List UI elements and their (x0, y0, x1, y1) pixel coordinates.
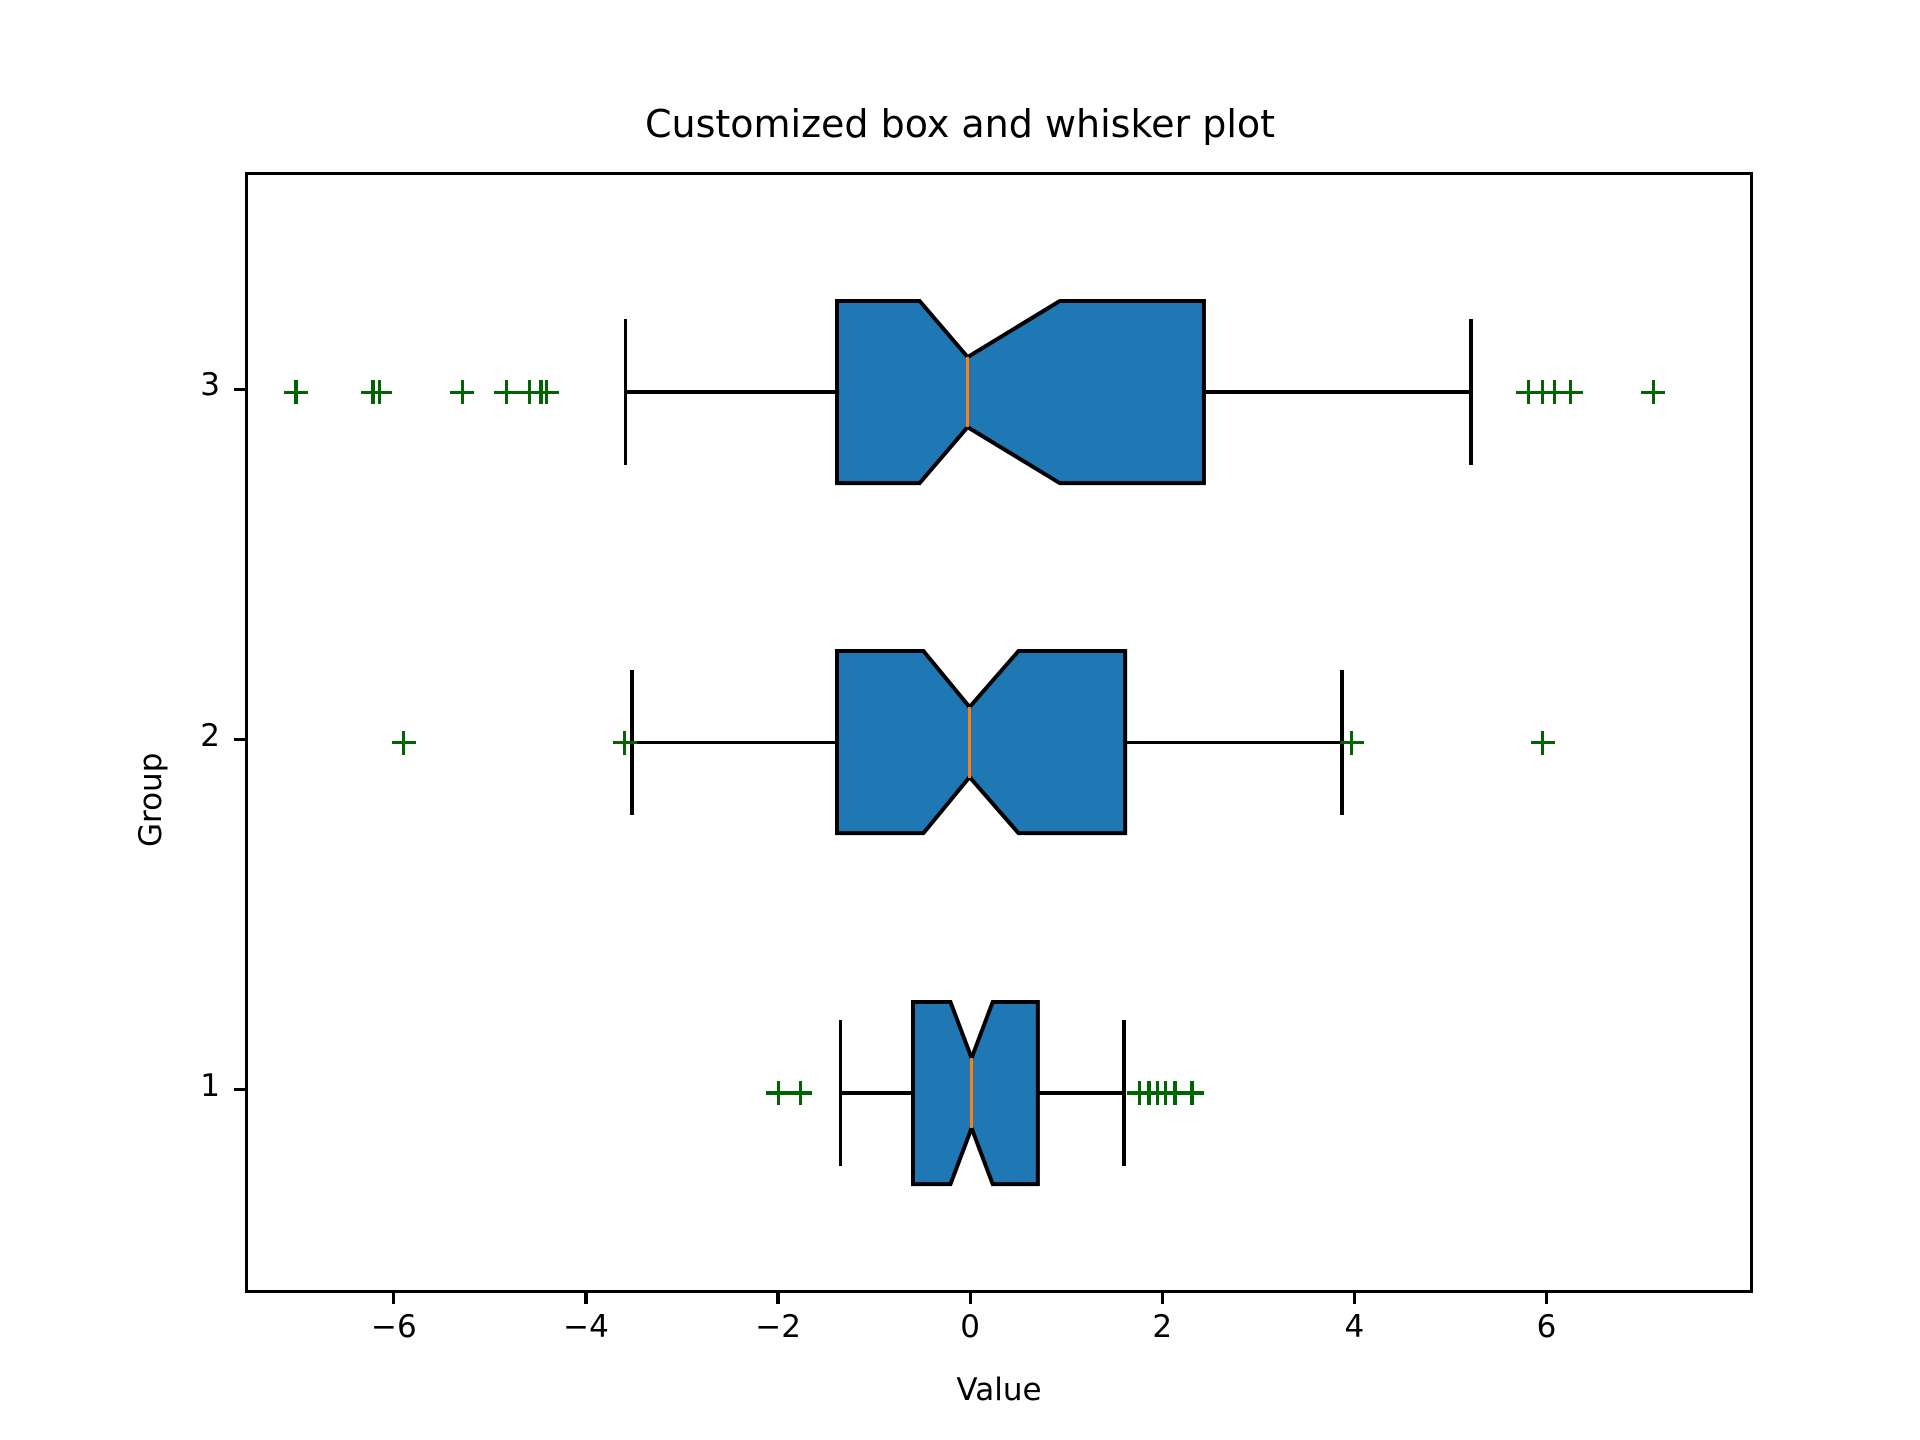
x-axis-label: Value (956, 1372, 1042, 1408)
whisker-upper (1203, 390, 1471, 394)
x-tick-mark (1160, 1293, 1164, 1304)
outlier-v-stroke (1651, 380, 1655, 405)
x-tick-label: 0 (960, 1309, 981, 1345)
outlier-v-stroke (460, 380, 464, 405)
whisker-cap-upper (1122, 1019, 1126, 1166)
outlier-v-stroke (377, 380, 382, 405)
boxplot-group-2 (248, 175, 1750, 1290)
y-tick-mark (234, 1088, 245, 1092)
x-tick-label: −2 (755, 1309, 801, 1345)
x-tick-label: −6 (371, 1309, 417, 1345)
y-tick-label: 3 (200, 367, 220, 404)
box-quartiles (834, 649, 1127, 836)
outlier-v-stroke (1541, 730, 1545, 755)
outlier-v-stroke (1349, 730, 1354, 755)
y-tick-mark (234, 737, 245, 742)
outlier-v-stroke (1173, 1080, 1177, 1105)
outlier-v-stroke (545, 380, 549, 405)
outlier-v-stroke (1190, 1080, 1194, 1105)
x-tick-mark (392, 1293, 396, 1304)
outlier-v-stroke (776, 1080, 780, 1105)
outlier-v-stroke (1568, 380, 1573, 405)
plot-area (248, 175, 1750, 1290)
chart-title: Customized box and whisker plot (644, 102, 1276, 146)
x-tick-label: 4 (1344, 1309, 1365, 1345)
box-quartiles (834, 299, 1206, 486)
whisker-lower (625, 390, 837, 394)
boxplot-group-3 (248, 175, 1750, 1290)
x-tick-label: −4 (563, 1309, 609, 1345)
x-tick-label: 6 (1536, 1309, 1557, 1345)
median-line (969, 1057, 973, 1128)
y-tick-mark (234, 387, 245, 391)
box-quartiles (910, 999, 1040, 1186)
outlier-v-stroke (1552, 380, 1556, 405)
y-tick-label: 1 (200, 1067, 220, 1104)
whisker-lower (840, 1091, 913, 1095)
x-tick-mark (1544, 1293, 1549, 1304)
outlier-v-stroke (294, 380, 298, 405)
outlier-v-stroke (504, 380, 509, 405)
whisker-upper (1124, 740, 1342, 745)
whisker-cap-lower (623, 319, 628, 466)
median-line (967, 707, 972, 778)
x-tick-mark (776, 1293, 780, 1304)
outlier-v-stroke (401, 730, 406, 755)
whisker-upper (1037, 1091, 1124, 1095)
y-axis-label: Group (133, 752, 169, 847)
outlier-v-stroke (798, 1080, 802, 1105)
whisker-cap-lower (838, 1019, 843, 1166)
whisker-lower (632, 740, 837, 745)
outlier-v-stroke (622, 730, 627, 755)
x-tick-mark (1352, 1293, 1356, 1304)
plot-axes (245, 172, 1753, 1293)
x-tick-mark (968, 1293, 972, 1304)
median-line (965, 357, 970, 428)
y-tick-label: 2 (200, 717, 220, 754)
outlier-v-stroke (1526, 380, 1531, 405)
x-tick-mark (584, 1293, 588, 1304)
boxplot-group-1 (248, 175, 1750, 1290)
whisker-cap-upper (1468, 319, 1473, 466)
x-tick-label: 2 (1152, 1309, 1173, 1345)
